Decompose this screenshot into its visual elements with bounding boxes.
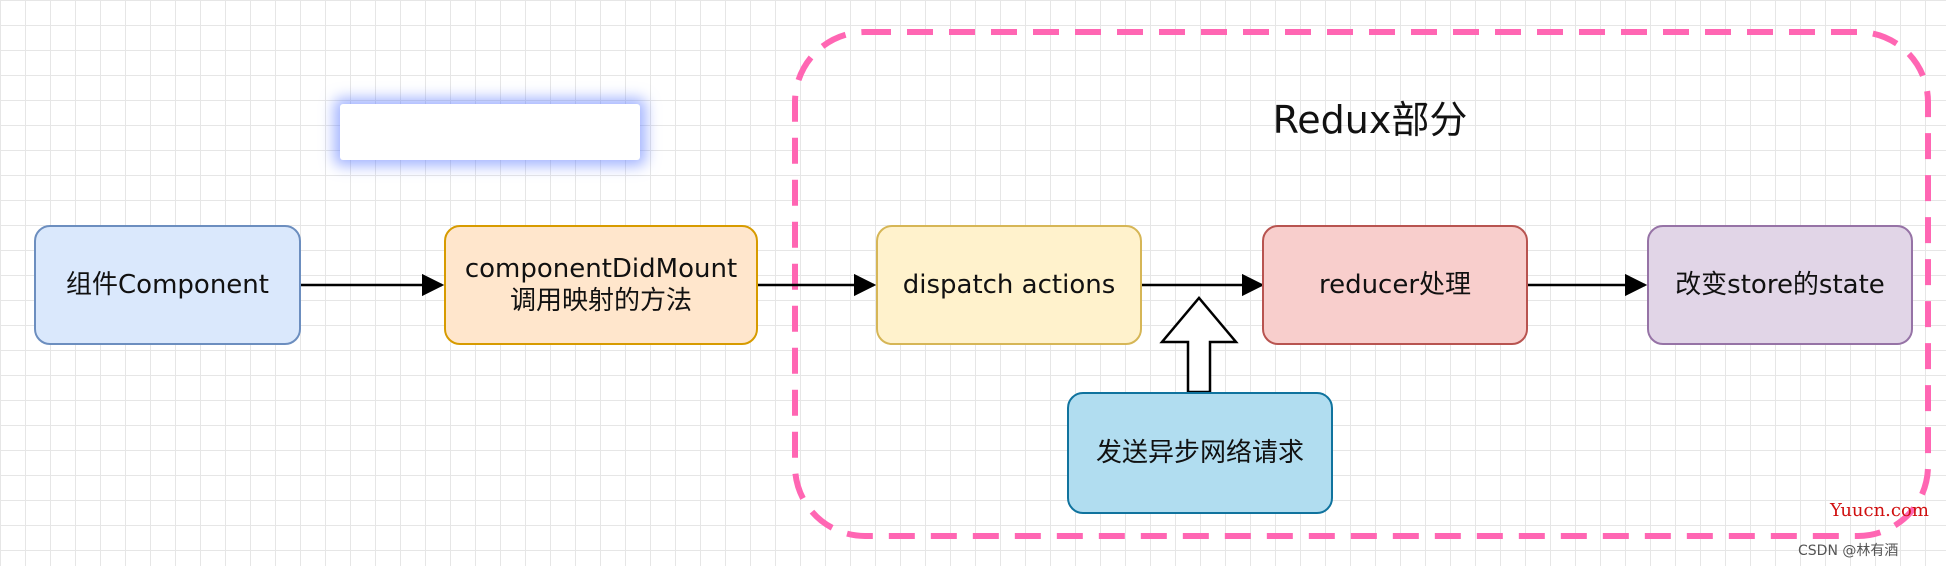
node-component-did-mount: componentDidMount 调用映射的方法 [444, 225, 758, 345]
watermark-credit: CSDN @林有酒 [1798, 543, 1899, 559]
node-dispatch-actions: dispatch actions [876, 225, 1142, 345]
redux-group-title: Redux部分 [1272, 98, 1468, 142]
blurred-box [340, 104, 640, 160]
node-component: 组件Component [34, 225, 301, 345]
node-async-request: 发送异步网络请求 [1067, 392, 1333, 514]
hollow-up-arrow [1159, 296, 1239, 394]
node-reducer: reducer处理 [1262, 225, 1528, 345]
node-change-store-state: 改变store的state [1647, 225, 1913, 345]
watermark-site: Yuucn.com [1830, 500, 1929, 521]
